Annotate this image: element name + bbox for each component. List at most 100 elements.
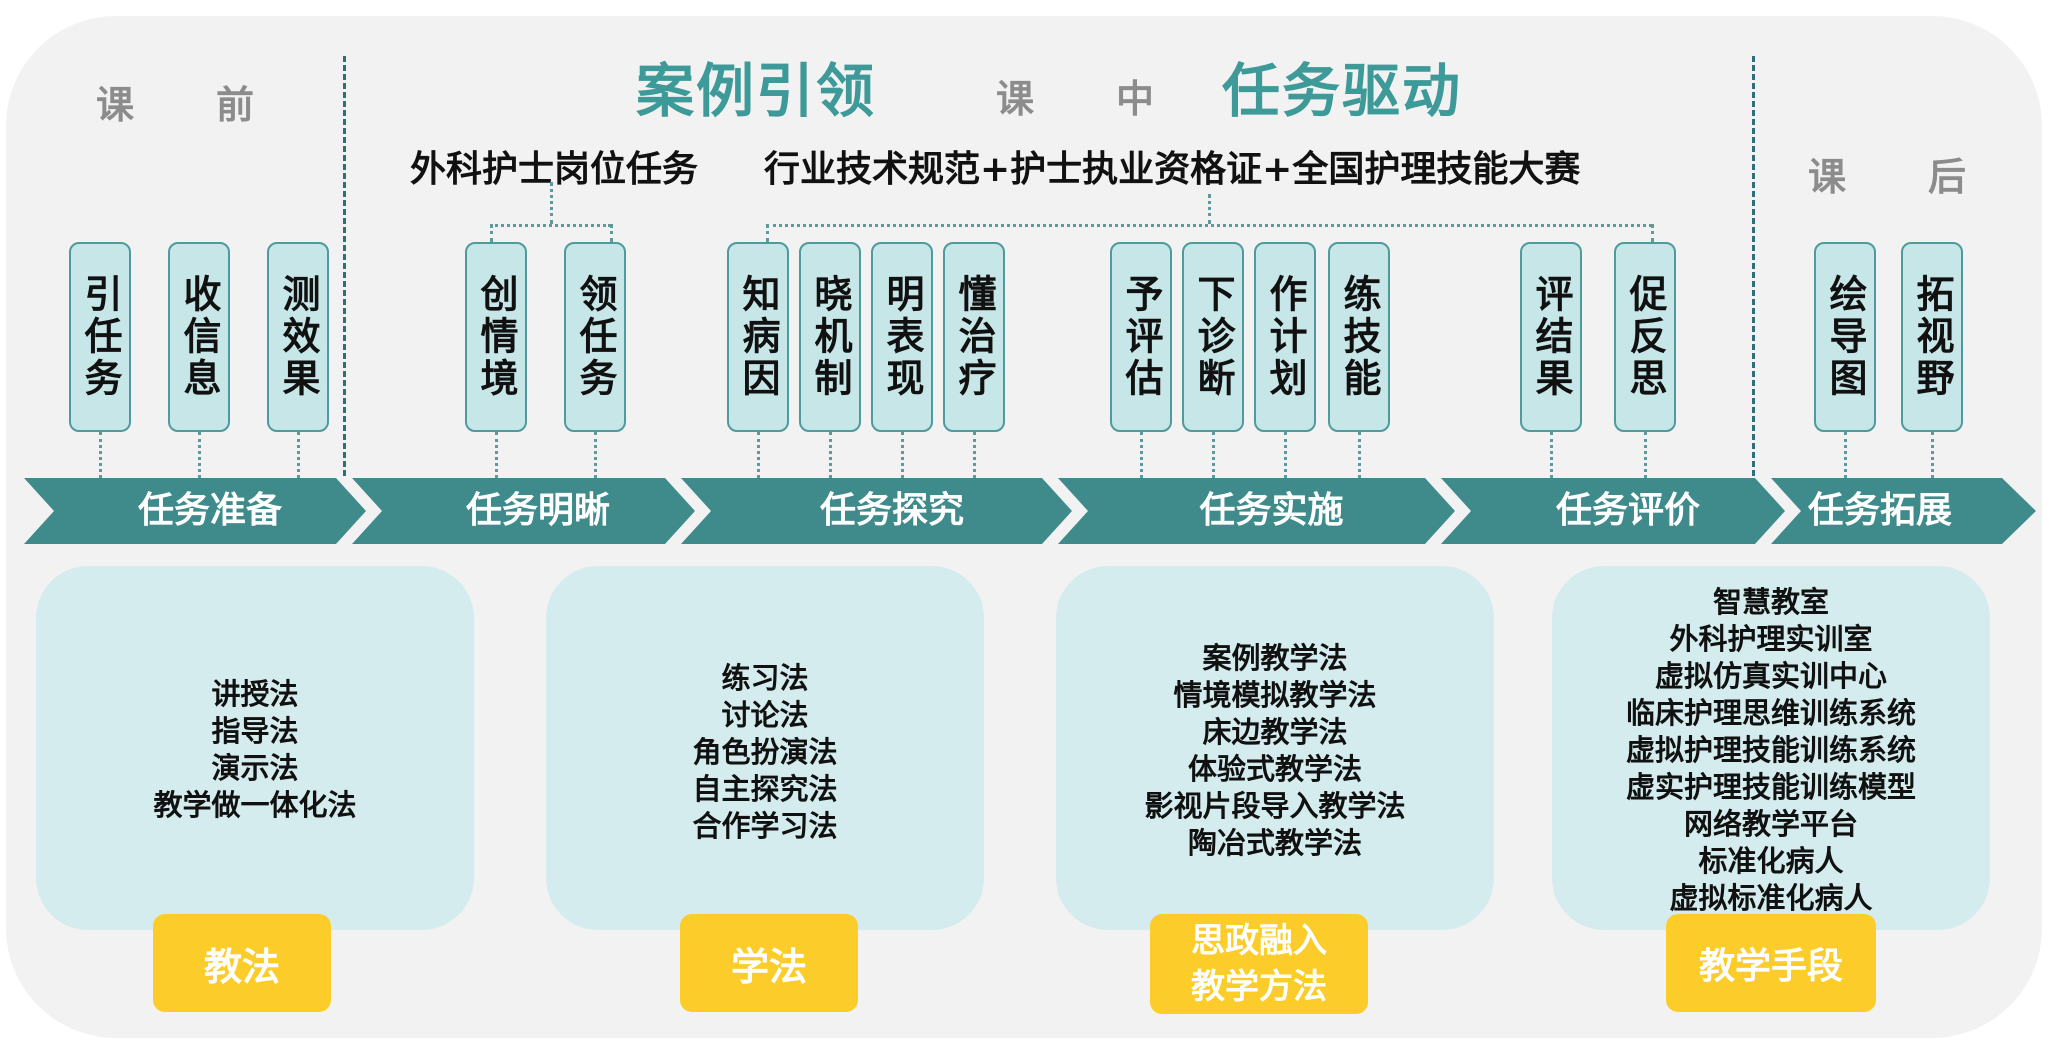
badge-ideological-methods: 思政融入 教学方法 <box>1150 914 1368 1014</box>
tag-connector <box>757 432 760 478</box>
list-item: 智慧教室 <box>1712 585 1829 619</box>
bracket-stem-right <box>1208 194 1211 224</box>
badge-teaching-methods: 教法 <box>153 914 331 1012</box>
phase-before-label: 课 前 <box>96 83 257 127</box>
chevron-step-2 <box>352 478 695 544</box>
tag-lian-jineng: 练技能 <box>1328 242 1390 432</box>
list-item: 教学做一体化法 <box>153 788 357 822</box>
step-evaluate: 任务评价 <box>1555 490 1700 531</box>
tag-ping-jieguo: 评结果 <box>1520 242 1582 432</box>
panel-teaching-means: 智慧教室 外科护理实训室 虚拟仿真实训中心 临床护理思维训练系统 虚拟护理技能训… <box>1552 566 1990 930</box>
bracket-end <box>610 224 613 242</box>
list-item: 合作学习法 <box>692 809 838 843</box>
list-item: 标准化病人 <box>1698 844 1844 878</box>
list-item: 虚实护理技能训练模型 <box>1625 770 1916 804</box>
step-extend: 任务拓展 <box>1807 490 1952 531</box>
tag-ling-renwu: 领任务 <box>564 242 626 432</box>
tag-yu-pinggu: 予评估 <box>1110 242 1172 432</box>
step-prepare: 任务准备 <box>137 490 282 531</box>
phase-divider-left <box>343 56 346 476</box>
list-item: 虚拟标准化病人 <box>1669 881 1873 915</box>
tag-zuo-jihua: 作计划 <box>1254 242 1316 432</box>
list-item: 影视片段导入教学法 <box>1144 789 1406 823</box>
tag-chuang-qingjing: 创情境 <box>465 242 527 432</box>
panel-learning-methods: 练习法 讨论法 角色扮演法 自主探究法 合作学习法 <box>546 566 984 930</box>
tag-connector <box>594 432 597 478</box>
step-clarify: 任务明晰 <box>465 490 610 531</box>
tag-connector <box>901 432 904 478</box>
list-item: 外科护理实训室 <box>1669 622 1873 656</box>
tag-connector <box>973 432 976 478</box>
tag-connector <box>1212 432 1215 478</box>
tag-connector <box>1550 432 1553 478</box>
panel-ideological-methods: 案例教学法 情境模拟教学法 床边教学法 体验式教学法 影视片段导入教学法 陶冶式… <box>1056 566 1494 930</box>
tag-connector <box>1931 432 1934 478</box>
phase-after-label: 课 后 <box>1808 155 1969 199</box>
bracket-end <box>1651 224 1654 242</box>
list-item: 情境模拟教学法 <box>1173 678 1377 712</box>
list-item: 虚拟护理技能训练系统 <box>1625 733 1916 767</box>
process-arrow-bar <box>24 478 2036 544</box>
list-item: 虚拟仿真实训中心 <box>1654 659 1887 693</box>
chevron-step-1 <box>24 478 366 544</box>
list-item: 体验式教学法 <box>1187 752 1362 786</box>
source-standards: 行业技术规范+护士执业资格证+全国护理技能大赛 <box>764 149 1581 190</box>
tag-xiao-jizhi: 晓机制 <box>799 242 861 432</box>
tag-cu-fansi: 促反思 <box>1614 242 1676 432</box>
phase-divider-right <box>1752 56 1755 476</box>
list-item: 练习法 <box>721 661 809 695</box>
tag-xia-zhenduan: 下诊断 <box>1182 242 1244 432</box>
bracket-end <box>766 224 769 242</box>
phase-during-label: 课 中 <box>996 77 1157 121</box>
tag-connector <box>829 432 832 478</box>
source-job-tasks: 外科护士岗位任务 <box>410 149 699 190</box>
bracket-stem-left <box>550 182 553 224</box>
tag-connector <box>495 432 498 478</box>
tag-shou-xinxi: 收信息 <box>168 242 230 432</box>
list-item: 床边教学法 <box>1202 715 1348 749</box>
method-list: 案例教学法 情境模拟教学法 床边教学法 体验式教学法 影视片段导入教学法 陶冶式… <box>1056 640 1494 862</box>
tag-connector <box>297 432 300 478</box>
list-item: 讲授法 <box>211 677 299 711</box>
chevron-step-6 <box>1771 478 2036 544</box>
chevron-step-4 <box>1058 478 1455 544</box>
tag-yin-renwu: 引任务 <box>69 242 131 432</box>
method-list: 练习法 讨论法 角色扮演法 自主探究法 合作学习法 <box>546 660 984 845</box>
tag-zhi-bingyin: 知病因 <box>727 242 789 432</box>
tag-hui-daotu: 绘导图 <box>1814 242 1876 432</box>
badge-teaching-means: 教学手段 <box>1666 914 1876 1012</box>
list-item: 自主探究法 <box>692 772 838 806</box>
bracket-end <box>490 224 493 242</box>
list-item: 指导法 <box>211 714 299 748</box>
list-item: 演示法 <box>211 751 299 785</box>
tag-connector <box>1644 432 1647 478</box>
means-list: 智慧教室 外科护理实训室 虚拟仿真实训中心 临床护理思维训练系统 虚拟护理技能训… <box>1552 584 1990 917</box>
panel-teaching-methods: 讲授法 指导法 演示法 教学做一体化法 <box>36 566 474 930</box>
list-item: 角色扮演法 <box>692 735 838 769</box>
badge-learning-methods: 学法 <box>680 914 858 1012</box>
method-list: 讲授法 指导法 演示法 教学做一体化法 <box>36 676 474 824</box>
tag-connector <box>1284 432 1287 478</box>
chevron-step-3 <box>681 478 1072 544</box>
tag-ming-biaoxian: 明表现 <box>871 242 933 432</box>
tag-connector <box>198 432 201 478</box>
tag-connector <box>99 432 102 478</box>
tag-connector <box>1140 432 1143 478</box>
title-case-led: 案例引领 <box>636 57 877 125</box>
step-explore: 任务探究 <box>819 490 964 531</box>
step-implement: 任务实施 <box>1199 490 1344 531</box>
list-item: 临床护理思维训练系统 <box>1625 696 1916 730</box>
bracket-bar-right <box>766 224 1652 227</box>
list-item: 陶冶式教学法 <box>1187 826 1362 860</box>
tag-connector <box>1358 432 1361 478</box>
tag-ce-xiaoguo: 测效果 <box>267 242 329 432</box>
list-item: 讨论法 <box>721 698 809 732</box>
list-item: 案例教学法 <box>1202 641 1348 675</box>
tag-tuo-shiye: 拓视野 <box>1901 242 1963 432</box>
title-task-driven: 任务驱动 <box>1222 57 1463 125</box>
list-item: 网络教学平台 <box>1683 807 1858 841</box>
bracket-bar-left <box>490 224 611 227</box>
chevron-step-5 <box>1441 478 1785 544</box>
tag-dong-zhiliao: 懂治疗 <box>943 242 1005 432</box>
tag-connector <box>1844 432 1847 478</box>
